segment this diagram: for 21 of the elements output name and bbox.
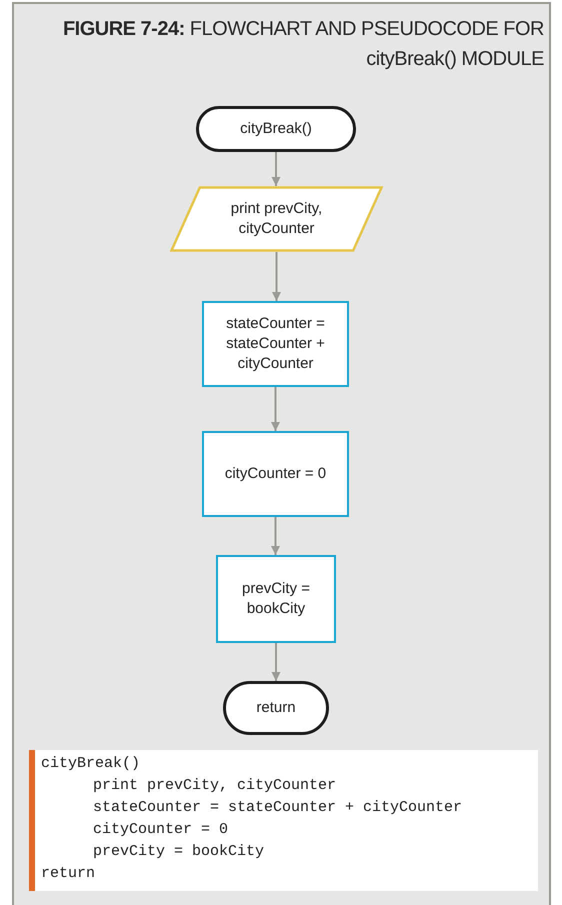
- code-line: prevCity = bookCity: [93, 842, 266, 862]
- arrow: [271, 517, 280, 555]
- code-line: stateCounter = stateCounter + cityCounter: [93, 798, 464, 818]
- code-line: cityBreak(): [41, 754, 142, 774]
- node-text: prevCity = bookCity: [241, 579, 311, 619]
- node-text: print prevCity, cityCounter: [230, 199, 324, 239]
- code-line: print prevCity, cityCounter: [93, 776, 338, 796]
- arrow: [272, 152, 280, 186]
- node-text: cityCounter = 0: [224, 464, 326, 484]
- arrow: [271, 387, 280, 431]
- code-line: return: [41, 864, 96, 884]
- arrow: [272, 252, 281, 301]
- arrow: [272, 643, 280, 681]
- process-box: [202, 301, 349, 387]
- node-text: return: [256, 698, 296, 718]
- figure-title: FIGURE 7-24: FLOWCHART AND PSEUDOCODE FOR cityBreak() MODULE: [62, 17, 544, 72]
- process-box: [216, 555, 336, 643]
- node-text: cityBreak(): [240, 119, 312, 139]
- code-line: cityCounter = 0: [93, 820, 230, 840]
- node-text: stateCounter = stateCounter + cityCounter: [225, 314, 326, 374]
- process-box: [202, 431, 349, 517]
